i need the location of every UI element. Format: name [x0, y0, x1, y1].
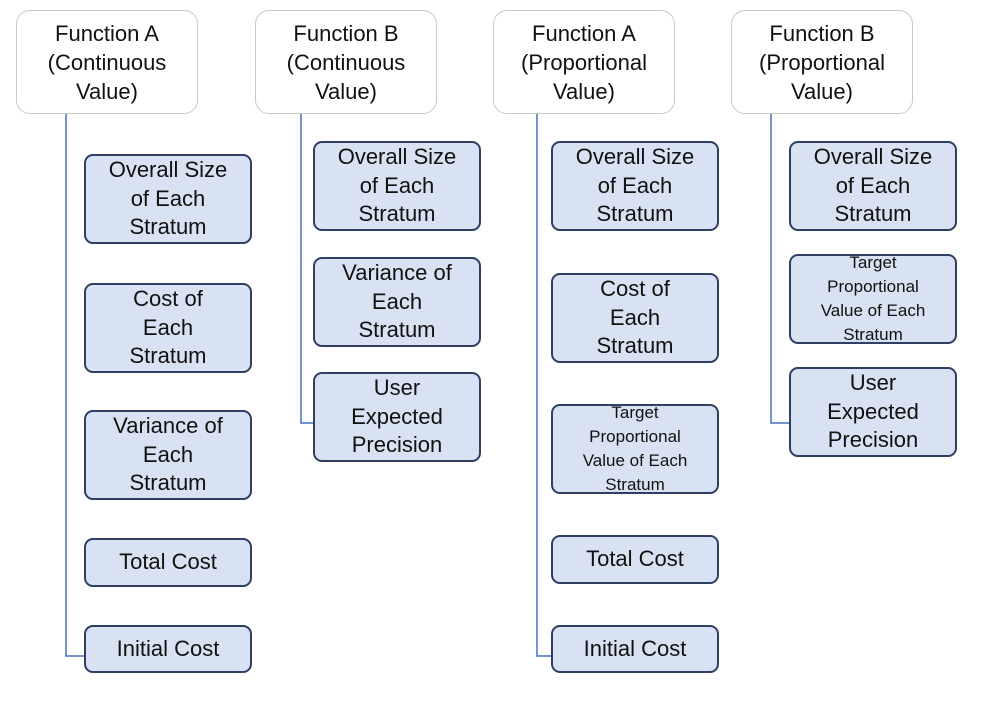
header-function-a-proportional: Function A (Proportional Value): [493, 10, 675, 114]
col3-item-cost: Cost of Each Stratum: [551, 273, 719, 363]
col1-item-variance: Variance of Each Stratum: [84, 410, 252, 500]
col1-item-initial-cost: Initial Cost: [84, 625, 252, 673]
connector-col3: [536, 114, 551, 657]
col3-item-target-proportional: Target Proportional Value of Each Stratu…: [551, 403, 719, 494]
connector-col1: [65, 114, 84, 657]
col3-item-overall-size: Overall Size of Each Stratum: [551, 141, 719, 231]
col1-item-total-cost: Total Cost: [84, 538, 252, 587]
col2-item-overall-size: Overall Size of Each Stratum: [313, 141, 481, 231]
col4-item-target-proportional: Target Proportional Value of Each Stratu…: [789, 253, 957, 344]
col3-item-total-cost: Total Cost: [551, 535, 719, 584]
header-function-a-continuous: Function A (Continuous Value): [16, 10, 198, 114]
col2-item-variance: Variance of Each Stratum: [313, 257, 481, 347]
header-function-b-proportional: Function B (Proportional Value): [731, 10, 913, 114]
col4-item-user-precision: User Expected Precision: [789, 367, 957, 457]
connector-col4: [770, 114, 789, 424]
connector-col2: [300, 114, 313, 424]
col4-item-overall-size: Overall Size of Each Stratum: [789, 141, 957, 231]
header-function-b-continuous: Function B (Continuous Value): [255, 10, 437, 114]
col2-item-user-precision: User Expected Precision: [313, 372, 481, 462]
col1-item-cost: Cost of Each Stratum: [84, 283, 252, 373]
col1-item-overall-size: Overall Size of Each Stratum: [84, 154, 252, 244]
col3-item-initial-cost: Initial Cost: [551, 625, 719, 673]
